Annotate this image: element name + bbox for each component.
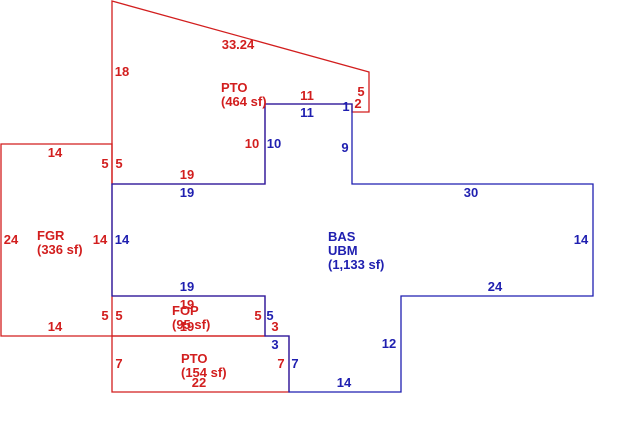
dim-label: 3 bbox=[271, 337, 278, 352]
bas-sub: UBM bbox=[328, 243, 358, 258]
dim-label: 10 bbox=[267, 136, 281, 151]
dim-label: 5 bbox=[101, 308, 108, 323]
fop-code: FOP bbox=[172, 303, 199, 318]
bas-outline bbox=[111, 103, 594, 393]
dim-label: 33.24 bbox=[222, 37, 255, 52]
dim-label: 30 bbox=[464, 185, 478, 200]
dim-label: 3 bbox=[271, 319, 278, 334]
fop-size: (95 sf) bbox=[172, 317, 210, 332]
dim-label: 19 bbox=[180, 279, 194, 294]
dim-label: 7 bbox=[277, 356, 284, 371]
dim-label: 19 bbox=[180, 319, 194, 334]
dim-label: 14 bbox=[574, 232, 589, 247]
dim-label: 10 bbox=[245, 136, 259, 151]
dim-label: 24 bbox=[4, 232, 19, 247]
dim-label: 5 bbox=[266, 308, 273, 323]
dim-label: 14 bbox=[93, 232, 108, 247]
dim-label: 2 bbox=[354, 96, 361, 111]
dim-label: 14 bbox=[48, 145, 63, 160]
dim-label: 14 bbox=[337, 375, 352, 390]
dim-label: 18 bbox=[115, 64, 129, 79]
bas-code: BAS bbox=[328, 229, 356, 244]
dim-label: 19 bbox=[180, 185, 194, 200]
dim-label: 11 bbox=[300, 88, 314, 103]
dim-label: 7 bbox=[291, 356, 298, 371]
dim-label: 19 bbox=[180, 297, 194, 312]
pto-upper-code: PTO bbox=[221, 80, 248, 95]
dim-label: 11 bbox=[300, 105, 314, 120]
dim-label: 19 bbox=[180, 167, 194, 182]
bas-size: (1,133 sf) bbox=[328, 257, 384, 272]
dim-label: 14 bbox=[48, 319, 63, 334]
pto-lower-code: PTO bbox=[181, 351, 208, 366]
dim-label: 9 bbox=[341, 140, 348, 155]
dim-label: 5 bbox=[115, 156, 122, 171]
dim-label: 14 bbox=[115, 232, 130, 247]
dim-label: 12 bbox=[382, 336, 396, 351]
dim-label: 24 bbox=[488, 279, 503, 294]
dim-label: 5 bbox=[115, 308, 122, 323]
dim-label: 5 bbox=[101, 156, 108, 171]
pto-lower-size: (154 sf) bbox=[181, 365, 227, 380]
dim-label: 5 bbox=[254, 308, 261, 323]
fgr-code: FGR bbox=[37, 228, 65, 243]
dim-label: 5 bbox=[357, 84, 364, 99]
dim-label: 22 bbox=[192, 375, 206, 390]
dim-label: 7 bbox=[115, 356, 122, 371]
dim-label: 1 bbox=[342, 99, 349, 114]
fgr-size: (336 sf) bbox=[37, 242, 83, 257]
pto-upper-size: (464 sf) bbox=[221, 94, 267, 109]
